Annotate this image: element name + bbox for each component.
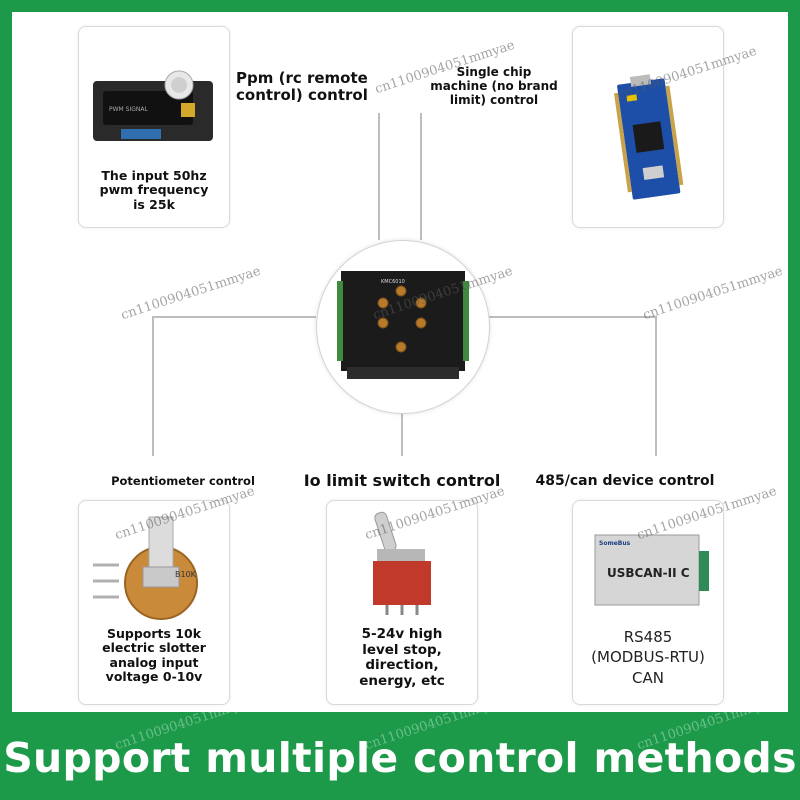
can-caption-line: CAN — [632, 668, 664, 687]
connector-line — [420, 113, 422, 240]
can-caption-line: RS485 — [623, 628, 673, 646]
connector-line — [401, 412, 403, 456]
potentiometer-card: B10K Supports 10k electric slotter analo… — [78, 500, 230, 705]
can-device-card: SomeBus USBCAN-II C RS485 (MODBUS-RTU) C… — [572, 500, 724, 705]
can-brand: SomeBus — [599, 540, 631, 547]
potentiometer-heading: Potentiometer control — [111, 474, 255, 488]
can-caption: RS485 (MODBUS-RTU) CAN — [573, 627, 723, 688]
mcu-card — [572, 26, 724, 228]
footer-banner: Support multiple control methods — [0, 712, 800, 800]
controller-image: KMC6010 — [316, 240, 490, 414]
pwm-caption: The input 50hz pwm frequency is 25k — [99, 168, 209, 212]
pwm-card: PWM SIGNAL The input 50hz pwm frequency … — [78, 26, 230, 228]
usbcan-device-image: SomeBus USBCAN-II C — [594, 534, 709, 606]
can-device-label: USBCAN-II C — [607, 566, 690, 580]
potentiometer-caption: Supports 10k electric slotter analog inp… — [102, 626, 206, 685]
svg-text:KMC6010: KMC6010 — [381, 279, 405, 285]
mcu-board-image — [613, 74, 684, 200]
can-caption-line: (MODBUS-RTU) — [591, 648, 705, 667]
can485-heading: 485/can device control — [535, 473, 715, 489]
ppm-heading: Ppm (rc remote control) control — [236, 69, 368, 105]
connector-line — [152, 316, 154, 456]
connector-line — [378, 113, 380, 240]
io-switch-caption: 5-24v high level stop, direction, energy… — [359, 626, 445, 689]
io-switch-card: 5-24v high level stop, direction, energy… — [326, 500, 478, 705]
controller-board-icon: KMC6010 — [337, 271, 469, 379]
single-chip-heading: Single chip machine (no brand limit) con… — [430, 65, 558, 107]
svg-text:PWM SIGNAL: PWM SIGNAL — [109, 106, 148, 113]
connector-line — [152, 316, 316, 318]
pwm-module-image: PWM SIGNAL — [93, 70, 213, 141]
footer-title: Support multiple control methods — [3, 734, 797, 782]
svg-text:B10K: B10K — [175, 570, 197, 579]
connector-line — [655, 316, 657, 456]
toggle-switch-image — [373, 511, 431, 615]
io-limit-heading: Io limit switch control — [303, 471, 501, 490]
potentiometer-image: B10K — [93, 516, 198, 620]
connector-line — [488, 316, 656, 318]
